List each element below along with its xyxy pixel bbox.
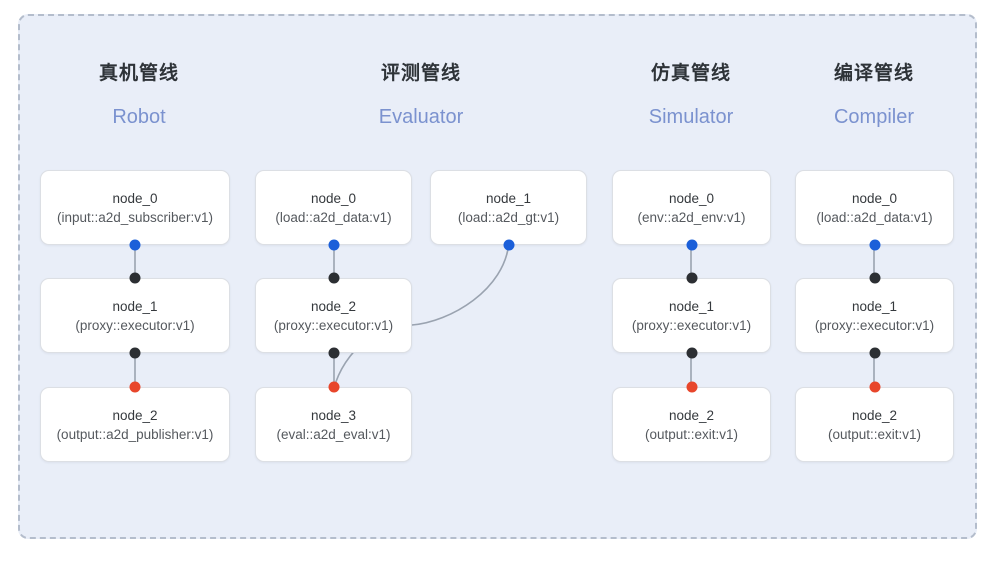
node-name-label: node_0 (112, 190, 158, 206)
node-name-label: node_2 (112, 407, 158, 423)
node-type-label: (output::exit:v1) (827, 426, 922, 442)
node-type-label: (proxy::executor:v1) (75, 317, 195, 333)
node-box-simulator-node_0[interactable]: node_0(env::a2d_env:v1) (612, 170, 771, 245)
node-type-label: (load::a2d_data:v1) (816, 209, 933, 225)
node-box-evaluator-node_3[interactable]: node_3(eval::a2d_eval:v1) (255, 387, 412, 462)
node-name-label: node_2 (668, 407, 715, 423)
node-name-label: node_0 (310, 190, 357, 206)
node-name-label: node_3 (310, 407, 357, 423)
port-input-blue-icon[interactable] (869, 239, 880, 251)
node-name-label: node_1 (112, 298, 158, 314)
node-name-label: node_0 (851, 190, 898, 206)
port-link-black-icon[interactable] (869, 347, 880, 359)
node-name-label: node_1 (851, 298, 898, 314)
port-output-red-icon[interactable] (328, 381, 339, 393)
node-type-label: (output::exit:v1) (644, 426, 739, 442)
node-type-label: (proxy::executor:v1) (273, 317, 394, 333)
node-box-robot-node_0[interactable]: node_0(input::a2d_subscriber:v1) (40, 170, 230, 245)
node-box-compiler-node_2[interactable]: node_2(output::exit:v1) (795, 387, 954, 462)
node-name-label: node_2 (851, 407, 898, 423)
port-output-red-icon[interactable] (686, 381, 697, 393)
port-link-black-icon[interactable] (686, 347, 697, 359)
node-box-simulator-node_1[interactable]: node_1(proxy::executor:v1) (612, 278, 771, 353)
port-link-black-icon[interactable] (328, 272, 339, 284)
port-link-black-icon[interactable] (686, 272, 697, 284)
node-name-label: node_1 (668, 298, 715, 314)
node-box-evaluator-node_1[interactable]: node_1(load::a2d_gt:v1) (430, 170, 587, 245)
port-input-blue-icon[interactable] (129, 239, 141, 251)
port-output-red-icon[interactable] (129, 381, 141, 393)
port-link-black-icon[interactable] (129, 272, 141, 284)
port-link-black-icon[interactable] (328, 347, 339, 359)
node-name-label: node_2 (310, 298, 357, 314)
port-link-black-icon[interactable] (129, 347, 141, 359)
node-type-label: (eval::a2d_eval:v1) (276, 426, 391, 442)
port-input-blue-icon[interactable] (503, 239, 514, 251)
node-type-label: (proxy::executor:v1) (631, 317, 752, 333)
node-type-label: (output::a2d_publisher:v1) (56, 426, 214, 442)
node-name-label: node_1 (485, 190, 532, 206)
node-box-robot-node_1[interactable]: node_1(proxy::executor:v1) (40, 278, 230, 353)
node-name-label: node_0 (668, 190, 715, 206)
node-type-label: (env::a2d_env:v1) (637, 209, 746, 225)
port-link-black-icon[interactable] (869, 272, 880, 284)
node-box-compiler-node_0[interactable]: node_0(load::a2d_data:v1) (795, 170, 954, 245)
port-input-blue-icon[interactable] (328, 239, 339, 251)
node-box-simulator-node_2[interactable]: node_2(output::exit:v1) (612, 387, 771, 462)
node-type-label: (input::a2d_subscriber:v1) (56, 209, 214, 225)
node-box-compiler-node_1[interactable]: node_1(proxy::executor:v1) (795, 278, 954, 353)
port-output-red-icon[interactable] (869, 381, 880, 393)
node-type-label: (proxy::executor:v1) (814, 317, 935, 333)
node-box-evaluator-node_2[interactable]: node_2(proxy::executor:v1) (255, 278, 412, 353)
port-input-blue-icon[interactable] (686, 239, 697, 251)
node-box-evaluator-node_0[interactable]: node_0(load::a2d_data:v1) (255, 170, 412, 245)
node-box-robot-node_2[interactable]: node_2(output::a2d_publisher:v1) (40, 387, 230, 462)
node-type-label: (load::a2d_data:v1) (275, 209, 392, 225)
node-type-label: (load::a2d_gt:v1) (457, 209, 560, 225)
